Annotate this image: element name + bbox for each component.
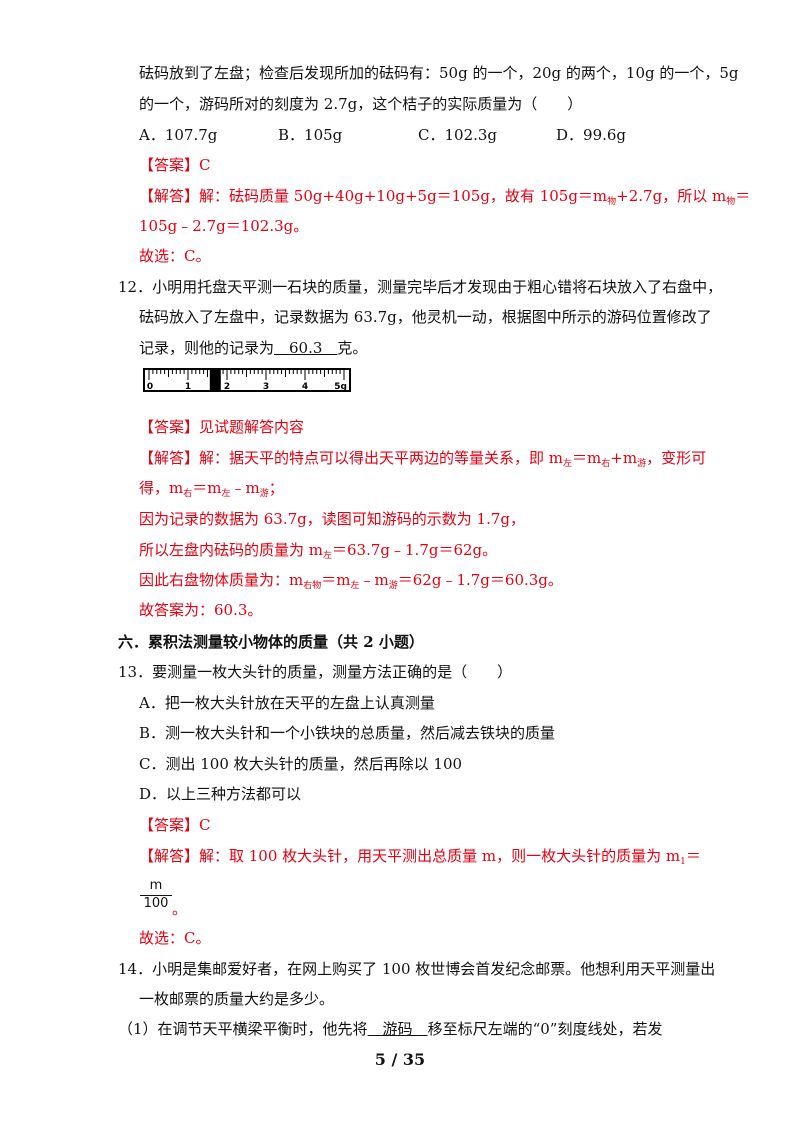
scale-ticks — [148, 370, 345, 380]
q11-sol-sub: 物 — [607, 197, 617, 207]
q12-sol-text: 得，m — [139, 479, 184, 497]
q12-sol-text: +m — [610, 449, 638, 467]
q11-sol-text: 【解答】解：砝码质量 50g+40g+10g+5g＝105g，故有 105g＝m — [139, 187, 608, 205]
q11-solution-line2: 105g﹣2.7g＝102.3g。 — [139, 217, 309, 235]
q11-line2: 的一个，游码所对的刻度为 2.7g，这个桔子的实际质量为（ ） — [139, 95, 583, 113]
q13-choose: 故选：C。 — [139, 929, 211, 947]
q14-line3-text: 移至标尺左端的“0”刻度线处，若发 — [427, 1020, 663, 1038]
scale-label: 1 — [185, 382, 191, 392]
rider-marker — [209, 369, 221, 391]
scale-label: 2 — [224, 382, 230, 392]
q12-sol-text: ＝m — [321, 571, 351, 589]
q12-sol-sub: 左 — [563, 459, 573, 469]
q13-option-a: A．把一枚大头针放在天平的左盘上认真测量 — [139, 694, 435, 712]
q13-answer: 【答案】C — [139, 816, 211, 834]
fraction: m 100 — [140, 878, 172, 912]
scale-label: 4 — [302, 382, 308, 392]
q12-sol-text: 所以左盘内砝码的质量为 m — [139, 541, 323, 559]
q12-line3: 记录，则他的记录为 60.3 克。 — [139, 338, 367, 358]
q12-sol-sub: 左 — [350, 581, 360, 591]
q12-solution-line5: 因此右盘物体质量为：m右物＝m左﹣m游＝62g﹣1.7g＝60.3g。 — [139, 570, 563, 596]
q12-sol-sub: 右 — [183, 489, 193, 499]
q11-solution-line1: 【解答】解：砝码质量 50g+40g+10g+5g＝105g，故有 105g＝m… — [139, 186, 750, 212]
q13-sol-sub: 1 — [680, 857, 686, 867]
q13-option-b: B．测一枚大头针和一个小铁块的总质量，然后减去铁块的质量 — [139, 724, 556, 742]
q12-sol-text: ； — [268, 479, 284, 497]
q12-line2: 砝码放入了左盘中，记录数据为 63.7g，他灵机一动，根据图中所示的游码位置修改… — [139, 308, 712, 326]
section-heading: 六．累积法测量较小物体的质量（共 2 小题） — [118, 633, 424, 651]
q11-line1: 砝码放到了左盘；检查后发现所加的砝码有：50g 的一个，20g 的两个，10g … — [139, 64, 739, 82]
scale-label: 5g — [334, 382, 347, 392]
q12-sol-text: 【解答】解：据天平的特点可以得出天平两边的等量关系，即 m — [139, 449, 563, 467]
fraction-numerator: m — [140, 878, 172, 896]
fraction-denominator: 100 — [143, 896, 169, 911]
q12-solution-line4: 所以左盘内砝码的质量为 m左＝63.7g﹣1.7g＝62g。 — [139, 540, 497, 566]
q12-answer: 【答案】见试题解答内容 — [139, 418, 305, 436]
scale-label: 0 — [147, 382, 153, 392]
q13-solution-line1: 【解答】解：取 100 枚大头针，用天平测出总质量 m，则一枚大头针的质量为 m… — [139, 846, 701, 872]
q12-line3-text: 记录，则他的记录为 — [139, 339, 275, 357]
q12-sol-text: ＝62g﹣1.7g＝60.3g。 — [397, 571, 563, 589]
q11-option-d: D．99.6g — [556, 126, 627, 144]
q14-line3-text: （1）在调节天平横梁平衡时，他先将 — [118, 1020, 368, 1038]
q12-sol-sub: 右物 — [303, 581, 322, 591]
q12-sol-text: ﹣m — [359, 571, 389, 589]
q11-sol-sub: 物 — [726, 197, 736, 207]
q12-sol-sub: 游 — [388, 581, 398, 591]
q12-sol-text: ﹣m — [230, 479, 260, 497]
q12-sol-text: 因此右盘物体质量为：m — [139, 571, 304, 589]
q11-sol-text: ＝ — [735, 187, 751, 205]
q12-solution-line2: 得，m右＝m左﹣m游； — [139, 478, 284, 504]
q12-sol-text: ＝m — [572, 449, 602, 467]
q12-sol-text: ＝63.7g﹣1.7g＝62g。 — [332, 541, 498, 559]
q12-sol-text: ＝m — [192, 479, 222, 497]
q14-line2: 一枚邮票的质量大约是多少。 — [139, 990, 335, 1008]
q12-sol-sub: 右 — [601, 459, 611, 469]
q13-sol-text: 【解答】解：取 100 枚大头针，用天平测出总质量 m，则一枚大头针的质量为 m — [139, 847, 681, 865]
q11-option-c: C．102.3g — [418, 126, 498, 144]
q13-sol-text: ＝ — [685, 847, 701, 865]
q12-solution-line1: 【解答】解：据天平的特点可以得出天平两边的等量关系，即 m左＝m右+m游，变形可 — [139, 448, 706, 474]
q14-line1: 14．小明是集邮爱好者，在网上购买了 100 枚世博会首发纪念邮票。他想利用天平… — [118, 960, 716, 978]
q13-stem: 13．要测量一枚大头针的质量，测量方法正确的是（ ） — [118, 663, 513, 681]
q12-line1: 12．小明用托盘天平测一石块的质量，测量完毕后才发现由于粗心错将石块放入了右盘中… — [118, 278, 723, 296]
page-number: 5 / 35 — [374, 1050, 426, 1069]
q12-sol-sub: 游 — [259, 489, 269, 499]
rider-scale-figure: 0 1 2 3 4 5g — [143, 368, 351, 392]
q12-line3-text: 克。 — [337, 339, 368, 357]
q12-sol-sub: 左 — [221, 489, 231, 499]
q11-sol-text: +2.7g，所以 m — [616, 187, 727, 205]
q12-final-answer: 故答案为：60.3。 — [139, 601, 263, 619]
q11-answer: 【答案】C — [139, 156, 211, 174]
q12-answer-blank: 60.3 — [274, 339, 338, 357]
q12-sol-text: ，变形可 — [646, 449, 707, 467]
scale-frame — [143, 368, 351, 392]
q11-choose: 故选：C。 — [139, 247, 211, 265]
scale-label: 3 — [263, 382, 269, 392]
q13-option-d: D．以上三种方法都可以 — [139, 785, 302, 803]
q13-option-c: C．测出 100 枚大头针的质量，然后再除以 100 — [139, 755, 463, 773]
fraction-period: 。 — [172, 900, 188, 918]
scale-labels: 0 1 2 3 4 5g — [147, 382, 347, 392]
q12-sol-sub: 左 — [323, 551, 333, 561]
q14-answer-blank: 游码 — [367, 1020, 428, 1038]
q12-solution-line3: 因为记录的数据为 63.7g，读图可知游码的示数为 1.7g， — [139, 510, 525, 528]
q11-option-a: A．107.7g — [139, 126, 218, 144]
q12-sol-sub: 游 — [637, 459, 647, 469]
q11-option-b: B．105g — [278, 126, 343, 144]
q14-line3: （1）在调节天平横梁平衡时，他先将 游码 移至标尺左端的“0”刻度线处，若发 — [118, 1019, 662, 1039]
